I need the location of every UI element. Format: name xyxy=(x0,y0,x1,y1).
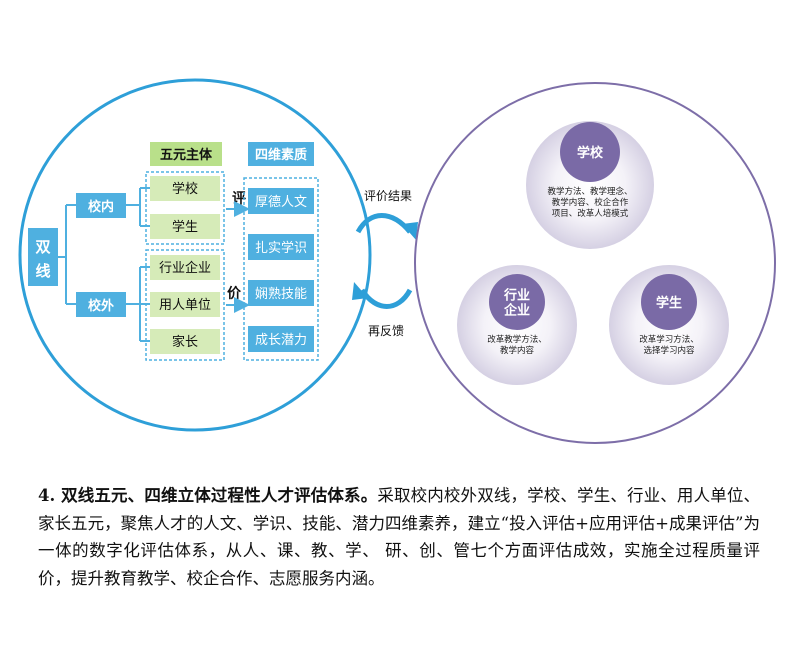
caption-body: 采取校内校外双线，学校、学生、行业、用人单位、家长五元，聚焦人才的人文、学识、技… xyxy=(38,486,760,588)
subject-label: 行业企业 xyxy=(159,260,211,276)
node-desc: 改革学习方法、 xyxy=(639,334,699,345)
quality-label: 扎实学识 xyxy=(255,240,307,256)
node-desc: 教学内容、校企合作 xyxy=(552,197,629,208)
subject-label: 家长 xyxy=(172,334,198,350)
header-subjects-box xyxy=(150,142,222,166)
qualities-group xyxy=(243,177,319,361)
quality-box xyxy=(248,280,314,306)
node-title: 学校 xyxy=(577,145,604,161)
node-title: 学生 xyxy=(656,295,682,311)
feedback-label: 再反馈 xyxy=(368,324,404,338)
node-desc: 项目、改革人培模式 xyxy=(552,208,629,219)
node-title-circle xyxy=(641,274,697,330)
subject-label: 用人单位 xyxy=(159,298,211,313)
subject-label: 学校 xyxy=(172,181,198,197)
branch-connectors xyxy=(126,187,150,342)
subject-label: 学生 xyxy=(172,219,198,235)
subject-box xyxy=(150,292,220,317)
root-label-char-2: 线 xyxy=(35,262,50,280)
quality-box xyxy=(248,326,314,352)
branch-outer-label: 校外 xyxy=(88,298,114,314)
node-desc: 教学方法、教学理念、 xyxy=(547,186,632,197)
subject-box xyxy=(150,214,220,239)
node-desc: 教学内容 xyxy=(500,345,535,356)
arrow-feedback-head xyxy=(352,282,368,300)
branch-inner-box xyxy=(76,193,126,218)
header-subjects-label: 五元主体 xyxy=(160,147,213,163)
right-circle xyxy=(414,82,776,444)
node-sphere xyxy=(526,121,654,249)
node-desc: 改革教学方法、 xyxy=(487,334,547,345)
branch-inner-label: 校内 xyxy=(88,199,114,215)
left-circle xyxy=(18,78,372,432)
evaluation-results-label: 评价结果 xyxy=(364,189,412,203)
root-label-char-1: 双 xyxy=(35,238,50,256)
node-title: 行业 xyxy=(503,288,530,304)
caption-lead: 4. 双线五元、四维立体过程性人才评估体系。 xyxy=(38,486,378,505)
node-title-circle xyxy=(560,122,620,182)
quality-label: 成长潜力 xyxy=(255,333,307,348)
header-qualities-box xyxy=(248,142,314,166)
subject-box xyxy=(150,329,220,354)
quality-box xyxy=(248,188,314,214)
subject-box xyxy=(150,176,220,201)
quality-box xyxy=(248,234,314,260)
root-connectors xyxy=(58,204,76,305)
stakeholder-nodes: 学校教学方法、教学理念、教学内容、校企合作项目、改革人培模式行业企业改革教学方法… xyxy=(457,121,729,385)
node-title: 企业 xyxy=(503,303,530,319)
root-box xyxy=(28,228,58,286)
caption: 4. 双线五元、四维立体过程性人才评估体系。采取校内校外双线，学校、学生、行业、… xyxy=(38,482,760,592)
branch-outer-box xyxy=(76,292,126,317)
header-qualities-label: 四维素质 xyxy=(255,147,307,163)
arrow-evaluation-results-head xyxy=(402,222,418,240)
evaluate-char-2: 价 xyxy=(227,286,242,302)
node-title-circle xyxy=(489,274,545,330)
subject-box xyxy=(150,255,220,280)
outer-subjects-group xyxy=(145,249,225,361)
arrow-feedback xyxy=(359,288,413,309)
node-desc: 选择学习内容 xyxy=(643,345,695,356)
quality-label: 厚德人文 xyxy=(255,195,307,210)
quality-label: 娴熟技能 xyxy=(255,286,307,302)
